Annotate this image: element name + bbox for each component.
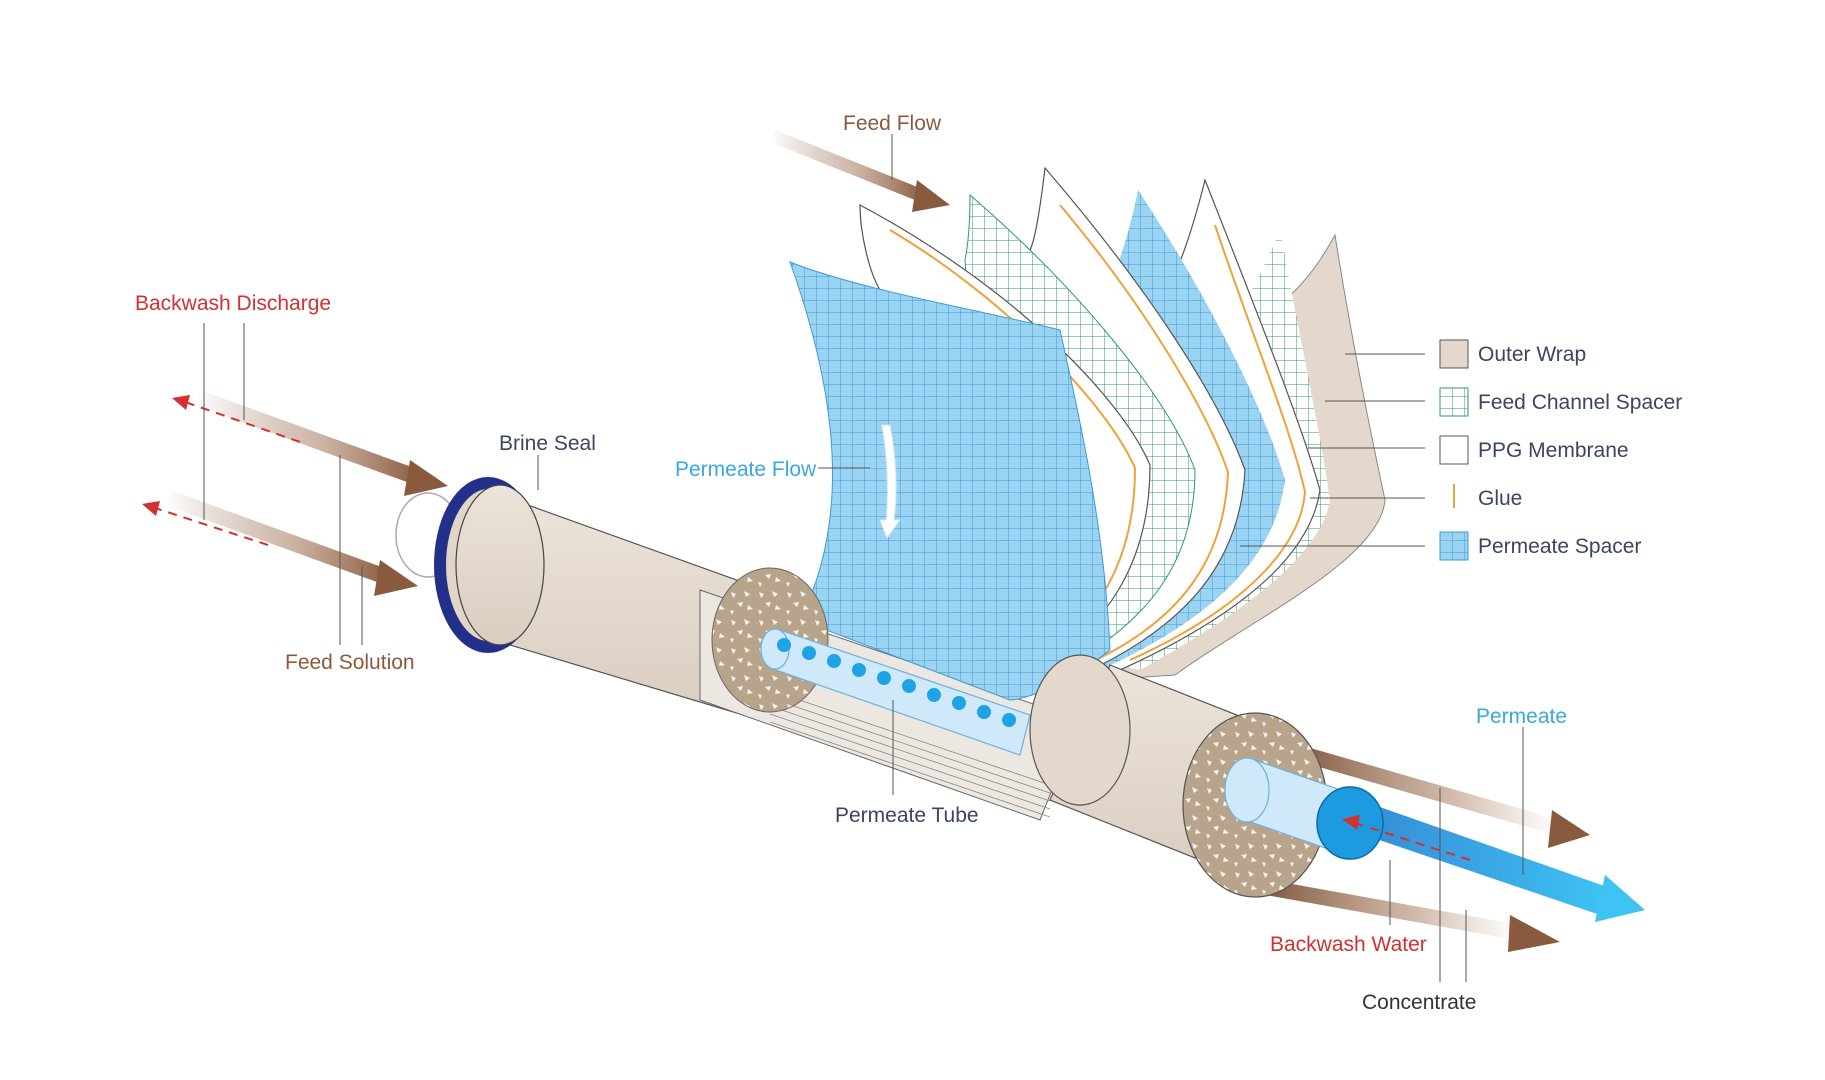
- concentrate-arrow-lower: [1266, 880, 1560, 952]
- legend-item-permeate-spacer: Permeate Spacer: [1478, 535, 1641, 558]
- outer-wrap-swatch: [1439, 339, 1469, 369]
- backwash-water-arrow: [1342, 815, 1471, 861]
- feed-solution-label: Feed Solution: [285, 651, 415, 674]
- permeate-spacer-sheet-front: [789, 261, 1111, 701]
- permeate-flow-arrow: [879, 424, 901, 540]
- legend: Outer Wrap Feed Channel Spacer PPG Membr…: [1439, 339, 1682, 561]
- concentrate-label: Concentrate: [1362, 991, 1476, 1014]
- feed-flow-label: Feed Flow: [843, 112, 942, 135]
- permeate-label: Permeate: [1476, 705, 1567, 728]
- leader-lines: [203, 134, 1524, 982]
- feed-channel-spacer-swatch: [1439, 387, 1469, 417]
- legend-item-outer-wrap: Outer Wrap: [1478, 343, 1586, 366]
- permeate-tube-layers: [769, 689, 1051, 818]
- feed-solution-arrow-upper: [195, 390, 448, 496]
- backwash-water-label: Backwash Water: [1270, 933, 1427, 956]
- legend-item-glue: Glue: [1478, 487, 1522, 510]
- glue-line-3: [1129, 224, 1307, 661]
- permeate-spacer-swatch: [1439, 531, 1469, 561]
- glue-line-2: [1059, 204, 1230, 666]
- permeate-tube-holes: [777, 638, 1016, 727]
- legend-item-feed-channel-spacer: Feed Channel Spacer: [1478, 391, 1682, 414]
- concentrate-arrow-upper: [1295, 745, 1590, 848]
- backwash-discharge-arrow-lower: [142, 501, 269, 546]
- feed-flow-arrow: [770, 130, 950, 212]
- brine-seal-ring: [434, 477, 545, 653]
- legend-item-ppg-membrane: PPG Membrane: [1478, 439, 1629, 462]
- permeate-flow-label: Permeate Flow: [675, 458, 817, 481]
- brine-seal-label: Brine Seal: [499, 432, 596, 455]
- backwash-discharge-label: Backwash Discharge: [135, 292, 331, 315]
- ppg-membrane-swatch: [1439, 435, 1469, 465]
- permeate-tube-label: Permeate Tube: [835, 804, 979, 827]
- permeate-outlet-arrow: [1350, 800, 1645, 922]
- feed-solution-arrow-lower: [165, 490, 418, 596]
